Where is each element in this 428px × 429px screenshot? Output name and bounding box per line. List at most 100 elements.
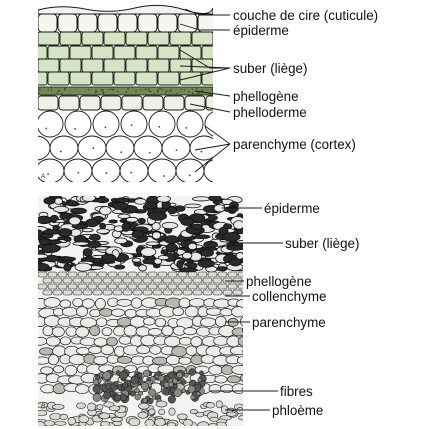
phelloderm-cell xyxy=(163,95,185,111)
parenchyma-cell xyxy=(213,336,230,346)
collenchyma-cell xyxy=(127,271,138,278)
collenchyma-cell xyxy=(207,271,218,278)
collenchyma-cell xyxy=(172,289,183,296)
collenchyma-cell xyxy=(162,277,173,284)
cork-cell xyxy=(156,196,171,203)
phloem-cell xyxy=(78,415,90,423)
parenchyma-cell xyxy=(114,345,126,357)
collenchyma-cell xyxy=(192,277,203,284)
collenchyma-cell xyxy=(187,283,198,290)
parenchyma-cell xyxy=(59,336,71,346)
phloem-cell xyxy=(49,412,62,421)
phellogen-texture xyxy=(211,88,213,91)
collenchyma-cell xyxy=(142,277,153,284)
cork-cell xyxy=(69,71,92,86)
cork-cell xyxy=(85,218,99,228)
cork-cell xyxy=(201,45,213,60)
phloem-cell xyxy=(189,409,198,415)
phloem-cell xyxy=(195,411,205,418)
cork-cell xyxy=(38,71,48,86)
parenchyma-cell xyxy=(118,335,132,345)
cork-cell xyxy=(164,235,179,244)
parenchyma-cell xyxy=(178,336,193,346)
collenchyma-cell xyxy=(72,289,83,296)
epidermis-cell xyxy=(157,13,178,33)
phloem-cell xyxy=(148,408,156,415)
cell-nucleus xyxy=(47,173,50,176)
parenchyma-cell xyxy=(45,336,61,347)
cork-cell xyxy=(66,200,78,207)
parenchyma-cell xyxy=(48,354,59,366)
parenchyma-cell xyxy=(8,159,36,183)
fibre-cell xyxy=(92,393,102,402)
phloem-cell xyxy=(226,411,237,417)
parenchyma-cell xyxy=(100,344,115,356)
fibre-cell xyxy=(140,382,149,391)
cork-cell xyxy=(63,263,72,272)
cork-cell xyxy=(193,234,211,240)
phloem-cell xyxy=(96,404,104,410)
collenchyma-cell xyxy=(222,289,233,296)
cork-cell xyxy=(125,58,148,73)
collenchyma-cell xyxy=(197,271,208,278)
parenchyma-cell xyxy=(130,297,143,309)
parenchyma-cell xyxy=(229,346,243,356)
parenchyma-cell xyxy=(203,159,213,182)
collenchyma-cell xyxy=(152,277,163,284)
phloem-cell xyxy=(38,409,48,417)
parenchyma-cell xyxy=(208,384,222,394)
parenchyma-cell xyxy=(120,110,148,138)
cell-nucleus xyxy=(104,126,107,129)
phloem-cell xyxy=(138,402,150,410)
cork-cell xyxy=(233,220,243,230)
parenchyma-cell xyxy=(38,135,51,161)
collenchyma-cell xyxy=(217,271,228,278)
parenchyma-cell xyxy=(49,135,79,161)
cork-cell xyxy=(52,224,61,231)
collenchyma-cell xyxy=(222,277,233,284)
parenchyma-cell xyxy=(231,327,243,337)
label-b-phellogen: phellogène xyxy=(246,274,312,289)
parenchyma-cell xyxy=(89,325,101,337)
collenchyma-cell xyxy=(47,283,58,290)
parenchyma-cell xyxy=(101,327,113,336)
label-b-fibres: fibres xyxy=(280,384,313,399)
parenchyma-cell xyxy=(76,347,91,355)
parenchyma-cell xyxy=(76,306,89,317)
parenchyma-cell xyxy=(175,158,205,182)
cork-cell xyxy=(99,222,107,230)
cell-nucleus xyxy=(105,172,108,175)
phloem-cell xyxy=(182,419,193,426)
cell-nucleus xyxy=(188,174,191,177)
cork-cell xyxy=(181,251,193,260)
fibre-cell xyxy=(198,370,204,376)
cork-cell xyxy=(59,31,82,46)
cork-cell xyxy=(135,45,158,60)
phellogen-texture xyxy=(164,92,167,94)
cork-cell xyxy=(53,205,70,213)
fibre-cell xyxy=(183,372,189,378)
phellogen-texture xyxy=(47,88,49,91)
phellogen-texture xyxy=(135,90,137,92)
collenchyma-cell xyxy=(152,289,163,296)
cork-cell xyxy=(115,197,130,203)
label-a-cork: suber (liège) xyxy=(233,61,308,76)
parenchyma-cell xyxy=(239,374,243,382)
collenchyma-cell xyxy=(117,283,128,290)
fibre-cell xyxy=(122,382,129,389)
phloem-cell xyxy=(158,408,166,415)
cork-cell xyxy=(197,259,215,268)
phelloderm-cell xyxy=(121,95,143,111)
phellogen-texture xyxy=(58,90,60,92)
parenchyma-cell xyxy=(133,135,163,161)
cell-nucleus xyxy=(22,173,24,175)
parenchyma-cell xyxy=(232,159,260,183)
collenchyma-cell xyxy=(77,271,88,278)
phellogen-texture xyxy=(117,90,119,93)
cell-nucleus xyxy=(21,128,23,130)
parenchyma-cell xyxy=(143,317,156,326)
parenchyma-cell xyxy=(42,325,54,337)
phloem-cell xyxy=(52,404,65,410)
leader-a-phelloderm xyxy=(189,103,231,113)
phellogen-texture xyxy=(95,89,97,92)
